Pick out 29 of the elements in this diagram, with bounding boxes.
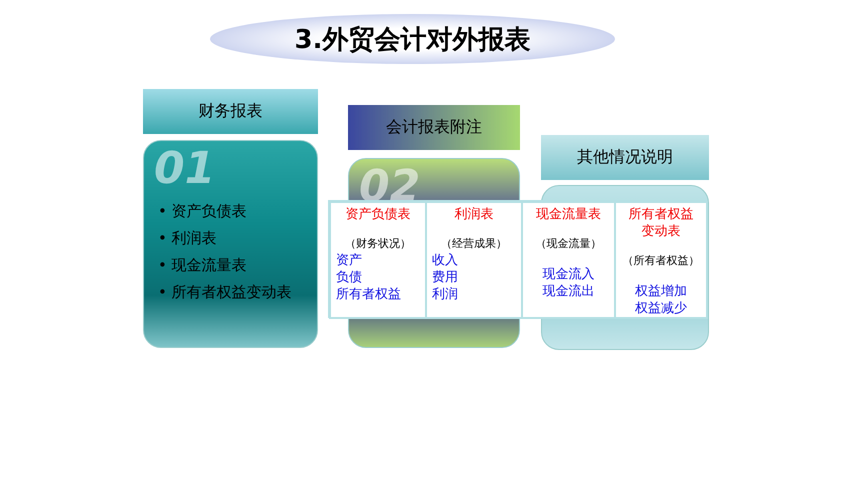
list-item: • 利润表 bbox=[158, 229, 217, 248]
cell-text: 权益增加 bbox=[635, 283, 687, 300]
cell-note: （所有者权益） bbox=[622, 253, 700, 269]
cell-text: 现金流入 bbox=[542, 266, 594, 283]
header-tab: 财务报表 bbox=[143, 89, 318, 134]
header-tab: 会计报表附注 bbox=[348, 105, 520, 150]
cell-heading: 所有者权益变动表 bbox=[628, 206, 694, 240]
cell-text: 利润 bbox=[432, 286, 458, 303]
table-cell bbox=[521, 201, 616, 319]
cell-text: 费用 bbox=[432, 269, 458, 286]
cell-heading: 现金流量表 bbox=[536, 206, 601, 223]
header-tab: 其他情况说明 bbox=[541, 135, 709, 180]
cell-text: 收入 bbox=[432, 252, 458, 269]
card-number: 01 bbox=[154, 143, 216, 194]
title: 3.外贸会计对外报表 bbox=[294, 24, 530, 56]
list-item: • 所有者权益变动表 bbox=[158, 283, 292, 302]
list-item: • 现金流量表 bbox=[158, 256, 247, 275]
cell-heading: 利润表 bbox=[454, 206, 494, 223]
cell-note: （财务状况） bbox=[345, 236, 411, 252]
cell-note: （经营成果） bbox=[441, 236, 507, 252]
cell-text: 现金流出 bbox=[542, 283, 594, 300]
cell-note: （现金流量） bbox=[536, 236, 602, 252]
cell-text: 资产 bbox=[336, 252, 362, 269]
cell-text: 负债 bbox=[336, 269, 362, 286]
cell-text: 权益减少 bbox=[635, 300, 687, 317]
table-cell bbox=[329, 201, 427, 319]
list-item: • 资产负债表 bbox=[158, 202, 247, 221]
card bbox=[143, 140, 318, 348]
cell-text: 所有者权益 bbox=[336, 286, 401, 303]
